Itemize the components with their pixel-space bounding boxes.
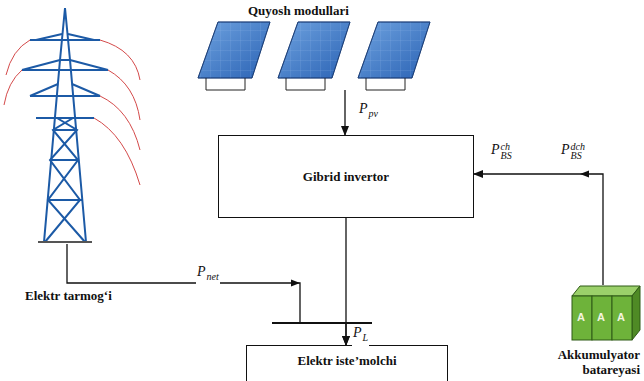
connector xyxy=(344,90,345,135)
node-label: Akkumulyator batareyasi xyxy=(540,347,640,377)
load-box: Elektr iste’molchi xyxy=(246,345,448,381)
power-label: Pnet xyxy=(196,264,220,285)
cell-letter: A xyxy=(577,311,585,323)
solar-panels xyxy=(198,22,430,90)
battery-illustration xyxy=(572,286,640,340)
power-tower xyxy=(22,8,108,242)
power-label: PdchBS xyxy=(560,142,586,160)
inverter-box: Gibrid invertor xyxy=(218,135,474,218)
power-lines xyxy=(4,40,140,185)
node-label: Elektr tarmog‘i xyxy=(25,288,112,303)
cell-letter: A xyxy=(617,311,625,323)
solar-node: Quyosh modullari xyxy=(196,22,432,90)
connector xyxy=(474,174,603,285)
node-label: Gibrid invertor xyxy=(303,169,389,184)
grid-node: Elektr tarmog‘i xyxy=(8,6,126,244)
power-label: Ppv xyxy=(358,101,379,122)
connector xyxy=(345,218,346,345)
node-label: Quyosh modullari xyxy=(248,3,349,18)
node-label: Elektr iste’molchi xyxy=(297,353,396,368)
power-label: PL xyxy=(352,325,369,346)
cell-letter: A xyxy=(597,311,605,323)
power-label: PchBS xyxy=(490,142,513,160)
